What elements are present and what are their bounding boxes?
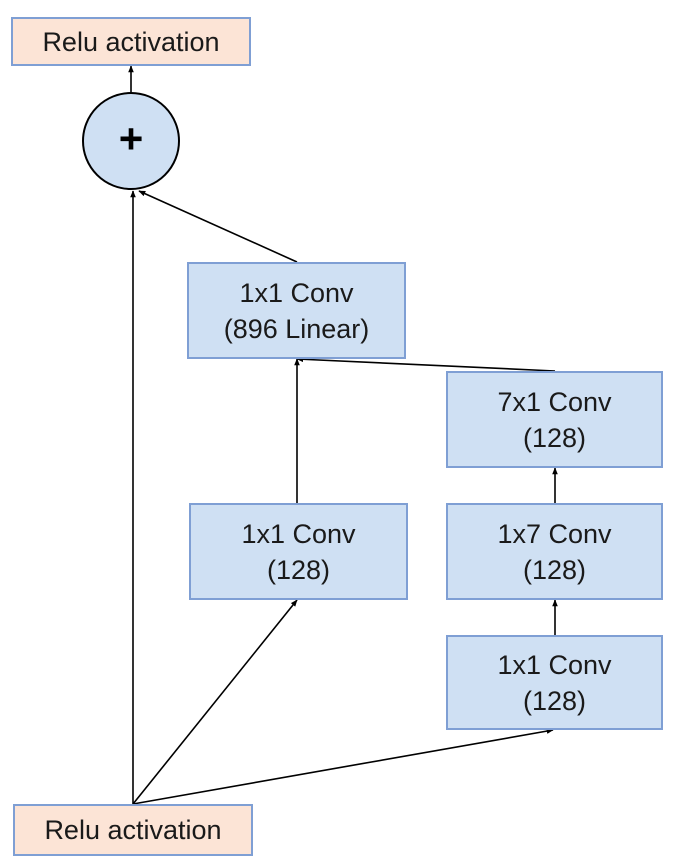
branch2-conv-line2: (128) <box>522 685 587 716</box>
arrow-input-to-branch1 <box>132 599 298 805</box>
arrow-7x1-to-linear <box>296 356 556 372</box>
conv-linear-line2: (896 Linear) <box>223 313 370 344</box>
conv-7x1-line1: 7x1 Conv <box>497 386 612 417</box>
conv-1x1-linear-box: 1x1 Conv (896 Linear) <box>187 262 406 359</box>
branch2-conv-line1: 1x1 Conv <box>497 649 612 680</box>
plus-symbol: + <box>118 115 144 162</box>
bottom-relu-activation-box: Relu activation <box>13 804 253 856</box>
conv-linear-line1: 1x1 Conv <box>239 277 354 308</box>
conv-1x7-line2: (128) <box>522 554 587 585</box>
branch1-conv-1x1-box: 1x1 Conv (128) <box>189 503 408 600</box>
top-relu-activation-box: Relu activation <box>11 17 251 66</box>
arrow-input-to-branch2 <box>132 728 554 805</box>
arrow-linear-to-add <box>138 190 298 263</box>
conv-1x7-line1: 1x7 Conv <box>497 518 612 549</box>
conv-7x1-line2: (128) <box>522 422 587 453</box>
branch1-conv-line2: (128) <box>266 554 331 585</box>
conv-7x1-box: 7x1 Conv (128) <box>446 371 663 468</box>
add-node: + <box>82 92 180 190</box>
bottom-relu-label: Relu activation <box>44 815 222 845</box>
branch1-conv-line1: 1x1 Conv <box>241 518 356 549</box>
top-relu-label: Relu activation <box>42 26 220 57</box>
branch2-conv-1x1-box: 1x1 Conv (128) <box>446 635 663 730</box>
conv-1x7-box: 1x7 Conv (128) <box>446 503 663 600</box>
